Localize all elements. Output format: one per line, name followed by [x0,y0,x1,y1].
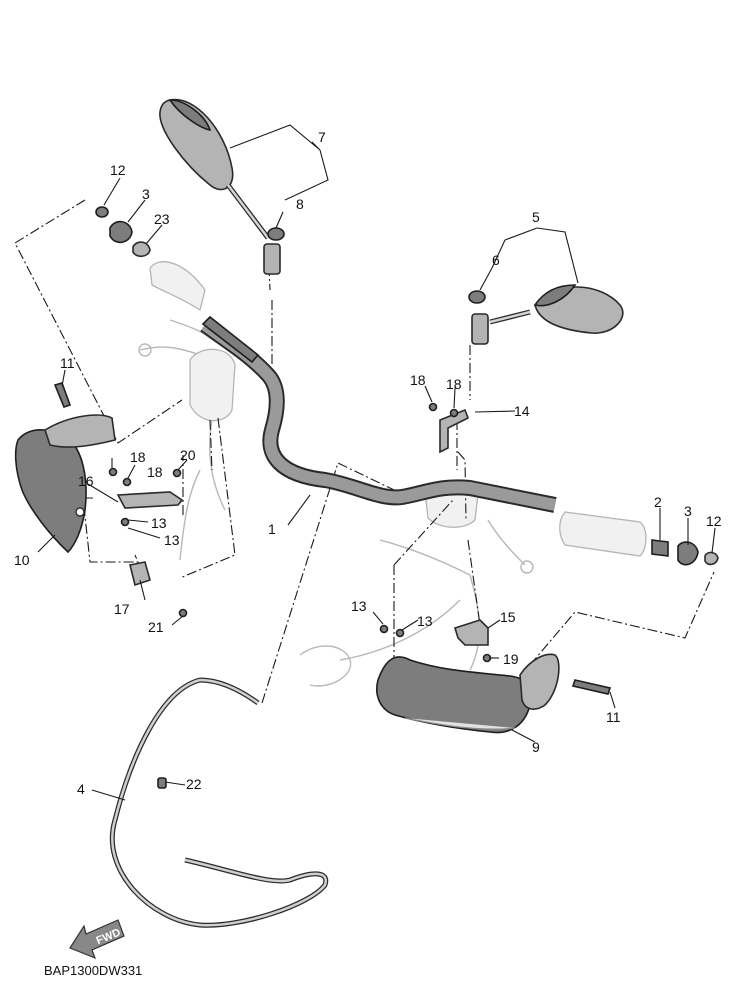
callout-12: 12 [110,162,126,178]
callout-15: 15 [500,609,516,625]
brackets-and-fasteners [53,382,612,789]
callout-19: 19 [503,651,519,667]
callout-16: 16 [78,473,94,489]
ghost-assemblies [138,261,647,687]
callout-12: 12 [706,513,722,529]
callout-18: 18 [130,449,146,465]
callout-3: 3 [684,503,692,519]
callout-11: 11 [60,355,75,371]
callout-20: 20 [180,447,196,463]
callout-13: 13 [164,532,180,548]
left-mirror [159,98,285,275]
drawing-code: BAP1300DW331 [44,963,142,978]
callout-13: 13 [151,515,167,531]
right-mirror [468,284,624,345]
callout-18: 18 [446,376,462,392]
callout-6: 6 [492,252,500,268]
callout-18: 18 [410,372,426,388]
handlebar-tube [200,315,557,513]
callout-21: 21 [148,619,164,635]
reference-lines [14,199,715,704]
callout-10: 10 [14,552,30,568]
callout-1: 1 [268,521,276,537]
callout-8: 8 [296,196,304,212]
bar-end-parts [95,206,719,566]
callout-23: 23 [154,211,170,227]
callout-11: 11 [606,709,621,725]
callouts: 1 2 3 3 4 5 6 7 8 9 10 11 11 12 12 13 13… [14,129,722,797]
callout-5: 5 [532,209,540,225]
right-handguard [376,653,560,734]
callout-14: 14 [514,403,530,419]
forward-direction-arrow: FWD [69,919,125,960]
callout-7: 7 [318,129,326,145]
left-handguard [14,414,116,554]
callout-4: 4 [77,781,85,797]
callout-3: 3 [142,186,150,202]
callout-17: 17 [114,601,130,617]
leader-lines [37,124,716,801]
callout-2: 2 [654,494,662,510]
callout-18: 18 [147,464,163,480]
callout-13: 13 [417,613,433,629]
callout-22: 22 [186,776,202,792]
throttle-cable [109,677,329,928]
callout-13: 13 [351,598,367,614]
callout-9: 9 [532,739,540,755]
